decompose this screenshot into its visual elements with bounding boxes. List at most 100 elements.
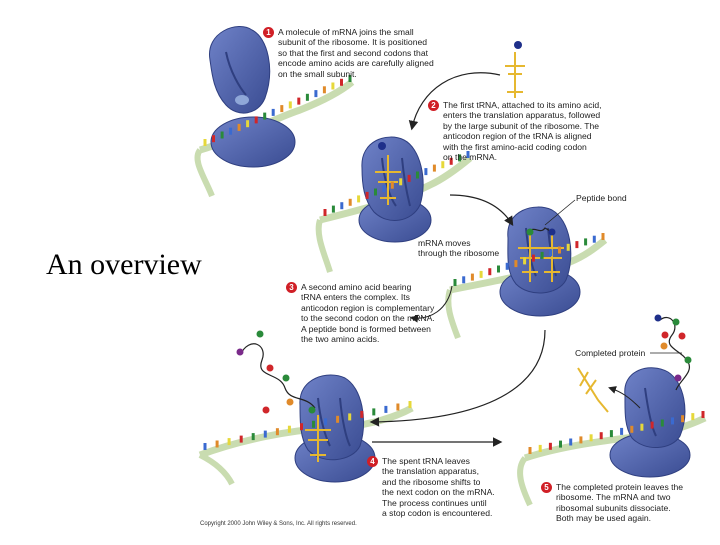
codon-base [514,260,518,268]
codon-base [548,442,552,450]
step-4-line: and the ribosome shifts to [382,476,481,487]
codon-base [566,243,570,251]
step-1-badge: 1 [263,27,274,38]
mrna-strand-4-tail [198,452,235,486]
codon-base [531,254,535,262]
arrow-peptide-bond [544,199,576,226]
codon-base [399,178,403,186]
step-5-line: ribosome. The mRNA and two [556,492,671,503]
step-5-caption: 5 The completed protein leaves the ribos… [541,482,683,524]
step-5-line: Both may be used again. [556,513,652,524]
codon-base [331,82,335,90]
trna-stage-2 [375,155,401,205]
arrow-protein-leaves [608,386,641,409]
codon-base [390,181,394,189]
step-2-badge: 2 [428,100,439,111]
codon-base [360,410,364,418]
codon-base [681,415,685,423]
codon-base [408,401,412,408]
codon-base [348,413,352,421]
codon-base [331,205,335,213]
codon-base [203,139,207,146]
step-3-line: the two amino acids. [301,334,380,345]
codon-base [441,161,445,169]
codon-base [374,188,377,196]
codon-base [348,75,352,82]
codon-base [324,418,328,426]
codon-base [584,238,588,246]
codon-base [579,436,583,444]
codon-base [336,415,340,423]
step-2-line: anticodon region of the tRNA is aligned [443,131,592,142]
codon-bases [203,75,705,454]
codon-base [650,421,654,429]
step-1-caption: 1 A molecule of mRNA joins the small sub… [263,27,434,79]
codon-base [239,435,243,443]
codon-base [453,279,457,286]
codon-base [488,268,492,276]
step-3-line: to the second codon on the mRNA. [301,313,435,324]
copyright-notice: Copyright 2000 John Wiley & Sons, Inc. A… [200,521,357,527]
ribosome-stage-2 [358,136,432,243]
codon-base [540,251,544,259]
codon-base [538,444,542,452]
step-1-line: A molecule of mRNA joins the small [278,27,414,37]
codon-base [470,273,474,281]
codon-base [601,233,605,240]
trna-stage-4 [305,415,331,462]
codon-base [305,93,309,101]
step-3-line: A peptide bond is formed between [301,323,431,334]
ribosome-stage-1 [209,26,296,168]
codon-base [630,425,634,433]
codon-base [314,90,318,98]
codon-base [280,105,284,113]
codon-base [300,423,303,431]
codon-base [407,174,411,182]
trna-incoming [505,41,525,98]
codon-base [620,427,624,435]
step-4-caption: 4 The spent tRNA leaves the translation … [367,456,495,518]
codon-base [671,417,674,425]
step-1-line: so that the first and second codons that [278,47,429,58]
arrow-2-to-3 [449,194,514,227]
mrna-moves-line: mRNA moves [418,238,471,248]
slide-title: An overview [46,248,202,281]
codon-base [701,411,705,418]
codon-base [287,425,291,433]
step-5-line: The completed protein leaves the [556,482,684,492]
codon-base [312,420,315,428]
completed-protein-label: Completed protein [575,348,646,358]
codon-base [348,198,352,206]
peptide-bond-label: Peptide bond [576,193,627,203]
codon-base [432,164,436,172]
codon-base [275,428,279,436]
step-5-line: ribosomal subunits dissociate. [556,502,671,513]
step-1-line: subunit of the ribosome. It is positione… [278,37,428,48]
codon-base [322,86,326,94]
mrna-strand-5-tail [517,456,533,507]
step-2-caption: 2 The first tRNA, attached to its amino … [428,100,602,162]
step-3-badge: 3 [286,282,297,293]
codon-base [559,440,562,448]
codon-base [505,262,509,270]
step-2-line: by the large subunit of the ribosome. Th… [443,120,600,131]
codon-base [449,157,453,165]
codon-base [220,131,224,139]
step-2-line: on the mRNA. [443,152,497,163]
mrna-moves-line: through the ribosome [418,248,500,259]
codon-base [227,438,231,446]
codon-base [575,241,579,249]
codon-base [523,257,527,265]
codon-base [372,408,376,416]
codon-base [246,120,250,128]
step-3-line: anticodon region is complementary [301,302,435,313]
mrna-strand-1-tail [194,148,215,198]
codon-base [396,403,400,411]
ribosome-stage-4 [294,374,376,483]
codon-base [357,195,361,203]
codon-base [589,434,593,442]
step-1-line: on the small subunit. [278,68,357,79]
arrow-mrna-moves [410,285,453,323]
